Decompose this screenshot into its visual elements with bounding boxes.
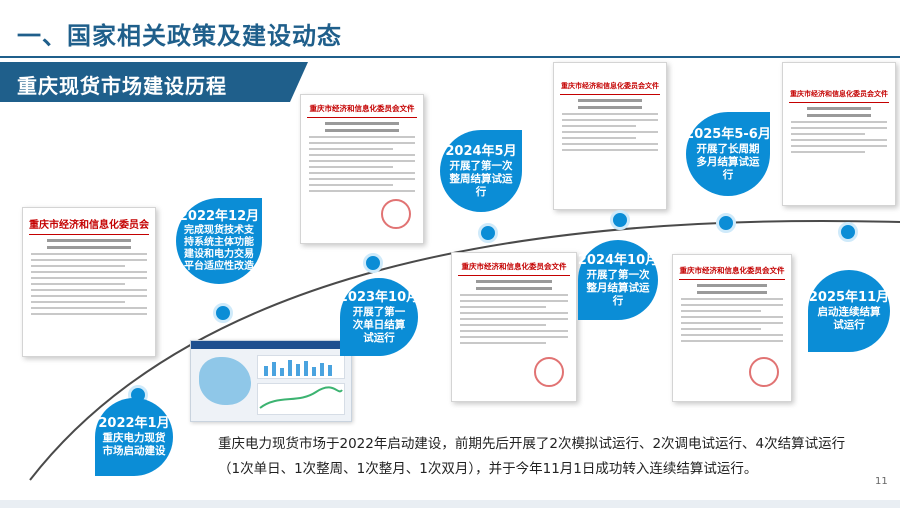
milestone-bubble: 2023年10月 开展了第一次单日结算试运行 (338, 278, 420, 356)
milestone-date: 2022年1月 (98, 416, 170, 431)
page-number: 11 (875, 476, 888, 487)
milestone-date: 2024年10月 (577, 252, 659, 268)
document-header: 重庆市经济和信息化委员会文件 (790, 89, 888, 98)
policy-document: 重庆市经济和信息化委员会文件 (300, 94, 424, 244)
subtitle-bar-tail (290, 62, 308, 102)
milestone-bubble: 2024年5月 开展了第一次整周结算试运行 (440, 130, 522, 212)
milestone-bubble: 2025年5-6月 开展了长周期多月结算试运行 (685, 112, 771, 196)
milestone-text: 开展了长周期多月结算试运行 (696, 142, 760, 181)
policy-document: 重庆市经济和信息化委员会 (22, 207, 156, 357)
policy-document: 重庆市经济和信息化委员会文件 (451, 252, 577, 402)
policy-document: 重庆市经济和信息化委员会文件 (553, 62, 667, 210)
milestone-date: 2025年11月 (808, 290, 890, 305)
milestone-text: 开展了第一次单日结算试运行 (352, 305, 406, 344)
title-divider (0, 56, 900, 58)
milestone-bubble: 2022年1月 重庆电力现货市场启动建设 (95, 398, 173, 476)
trading-system-screenshot (190, 340, 352, 422)
milestone-bubble: 2024年10月 开展了第一次整月结算试运行 (578, 240, 658, 320)
policy-document: 重庆市经济和信息化委员会文件 (782, 62, 896, 206)
document-header: 重庆市经济和信息化委员会文件 (461, 262, 567, 271)
policy-document: 重庆市经济和信息化委员会文件 (672, 254, 792, 402)
milestone-date: 2024年5月 (445, 143, 517, 159)
document-header: 重庆市经济和信息化委员会文件 (679, 266, 785, 275)
milestone-text: 开展了第一次整周结算试运行 (449, 159, 513, 198)
timeline-node (478, 223, 498, 243)
document-header: 重庆市经济和信息化委员会文件 (561, 81, 659, 90)
milestone-text: 启动连续结算试运行 (817, 306, 881, 331)
document-header: 重庆市经济和信息化委员会文件 (309, 104, 415, 113)
milestone-text: 完成现货技术支持系统主体功能建设和电力交易平台适应性改造 (184, 225, 254, 272)
milestone-date: 2023年10月 (338, 289, 420, 305)
timeline-node (213, 303, 233, 323)
section-subtitle: 重庆现货市场建设历程 (17, 74, 227, 98)
milestone-bubble: 2022年12月 完成现货技术支持系统主体功能建设和电力交易平台适应性改造 (176, 198, 262, 284)
timeline-node (716, 213, 736, 233)
milestone-text: 开展了第一次整月结算试运行 (586, 268, 650, 307)
subtitle-bar (0, 62, 290, 102)
milestone-text: 重庆电力现货市场启动建设 (102, 432, 166, 457)
milestone-date: 2022年12月 (178, 209, 260, 224)
timeline-node (363, 253, 383, 273)
summary-paragraph: 重庆电力现货市场于2022年启动建设，前期先后开展了2次模拟试运行、2次调电试运… (218, 436, 846, 477)
document-header: 重庆市经济和信息化委员会 (29, 220, 149, 231)
region-map-graphic (199, 357, 251, 405)
milestone-bubble: 2025年11月 启动连续结算试运行 (808, 270, 890, 352)
timeline-node (838, 222, 858, 242)
slide-title: 一、国家相关政策及建设动态 (17, 22, 342, 50)
milestone-date: 2025年5-6月 (685, 126, 771, 142)
timeline-node (610, 210, 630, 230)
footer-bar (0, 500, 900, 508)
